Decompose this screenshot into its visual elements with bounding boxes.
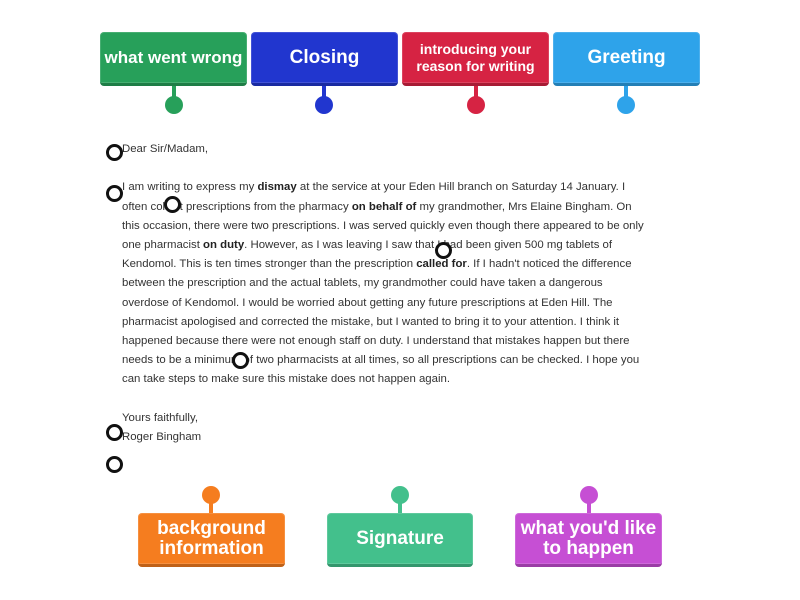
letter-text: Dear Sir/Madam, I am writing to express …: [122, 140, 652, 447]
label-text: background information: [157, 517, 266, 559]
connector-stem: [587, 502, 591, 514]
connector-stem: [624, 86, 628, 98]
label-what-went-wrong[interactable]: what went wrong: [100, 32, 247, 86]
drop-target-ring[interactable]: [164, 196, 181, 213]
connector-knob[interactable]: [467, 96, 485, 114]
connector-knob[interactable]: [617, 96, 635, 114]
drop-target-ring[interactable]: [106, 424, 123, 441]
drop-target-ring[interactable]: [232, 352, 249, 369]
label-introducing-reason[interactable]: introducing your reason for writing: [402, 32, 549, 86]
connector-stem: [398, 502, 402, 514]
label-text: what went wrong: [104, 47, 243, 67]
connector-stem: [209, 502, 213, 514]
label-closing[interactable]: Closing: [251, 32, 398, 86]
letter-signature: Roger Bingham: [122, 431, 202, 444]
connector-knob[interactable]: [391, 486, 409, 504]
drop-target-ring[interactable]: [106, 144, 123, 161]
connector-stem: [322, 86, 326, 98]
letter-body: I am writing to express my dismay at the…: [122, 181, 644, 386]
connector-stem: [474, 86, 478, 98]
label-greeting[interactable]: Greeting: [553, 32, 700, 86]
connector-knob[interactable]: [315, 96, 333, 114]
label-what-youd-like[interactable]: what you'd like to happen: [515, 513, 662, 567]
drop-target-ring[interactable]: [435, 242, 452, 259]
label-text: introducing your reason for writing: [416, 41, 535, 74]
label-text: Greeting: [587, 46, 666, 68]
connector-knob[interactable]: [165, 96, 183, 114]
letter-closing: Yours faithfully,: [122, 411, 198, 424]
connector-knob[interactable]: [202, 486, 220, 504]
drop-target-ring[interactable]: [106, 456, 123, 473]
connector-knob[interactable]: [580, 486, 598, 504]
letter-greeting: Dear Sir/Madam,: [122, 143, 209, 155]
label-signature[interactable]: Signature: [327, 513, 473, 567]
label-background-information[interactable]: background information: [138, 513, 285, 567]
label-text: Closing: [289, 46, 360, 68]
label-text: Signature: [356, 527, 444, 549]
drop-target-ring[interactable]: [106, 185, 123, 202]
label-text: what you'd like to happen: [520, 517, 657, 559]
connector-stem: [172, 86, 176, 98]
